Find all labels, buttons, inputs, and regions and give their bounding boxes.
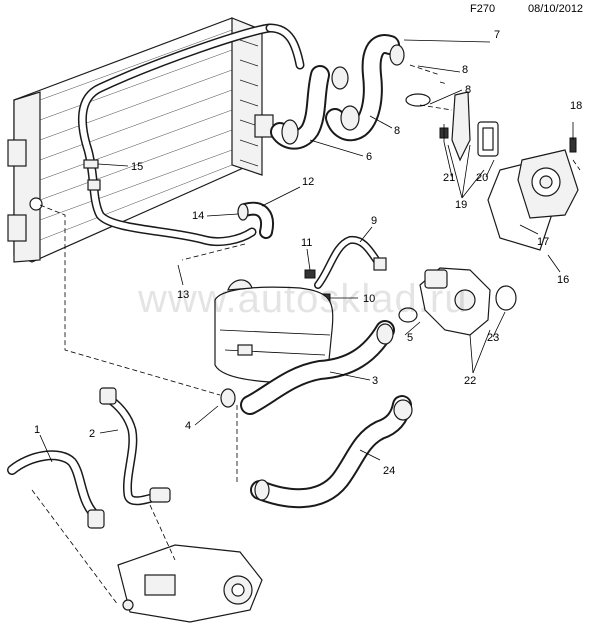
fitting-12 [237,201,274,239]
callout-12: 12 [302,176,314,188]
callout-21: 21 [443,172,455,184]
callout-23: 23 [487,332,499,344]
callout-18: 18 [570,100,582,112]
callout-3: 3 [372,375,378,387]
callout-6: 6 [366,151,372,163]
expansion-tank [214,279,334,383]
callout-1: 1 [34,424,40,436]
callout-16: 16 [557,274,569,286]
callout-9: 9 [371,215,377,227]
hose-15-14 [77,23,305,247]
diagram-date: 08/10/2012 [528,3,584,15]
leader-lines [39,39,561,463]
hose-3 [220,320,395,415]
callout-numbers: 1 2 3 4 5 6 7 8 8 8 9 10 11 12 13 14 15 … [34,29,582,477]
callout-24: 24 [383,465,395,477]
callout-19: 19 [455,199,467,211]
radiator [7,17,274,263]
callout-8c: 8 [394,125,400,137]
callout-10: 10 [363,293,375,305]
oil-cooler [117,544,263,623]
callout-8a: 8 [462,64,468,76]
callout-7: 7 [494,29,500,41]
callout-20: 20 [476,172,488,184]
callout-2: 2 [89,428,95,440]
dashed-lines [31,64,581,606]
callout-14: 14 [192,210,204,222]
bracket-assembly [439,91,499,162]
hose-2 [99,387,171,506]
water-pump [487,122,579,251]
hose-1 [7,450,105,529]
callout-11: 11 [301,237,312,249]
hose-6-7 [270,34,431,150]
callout-4: 4 [185,420,191,432]
thermostat-housing [398,267,517,336]
callout-8b: 8 [465,84,471,96]
callout-17: 17 [537,236,549,248]
hose-24 [250,395,413,509]
callout-22: 22 [464,375,476,387]
diagram-code: F270 [470,3,496,15]
callout-5: 5 [407,332,413,344]
callout-15: 15 [131,161,143,173]
watermark: www.autosklad.ru [137,277,467,321]
callout-13: 13 [177,289,189,301]
